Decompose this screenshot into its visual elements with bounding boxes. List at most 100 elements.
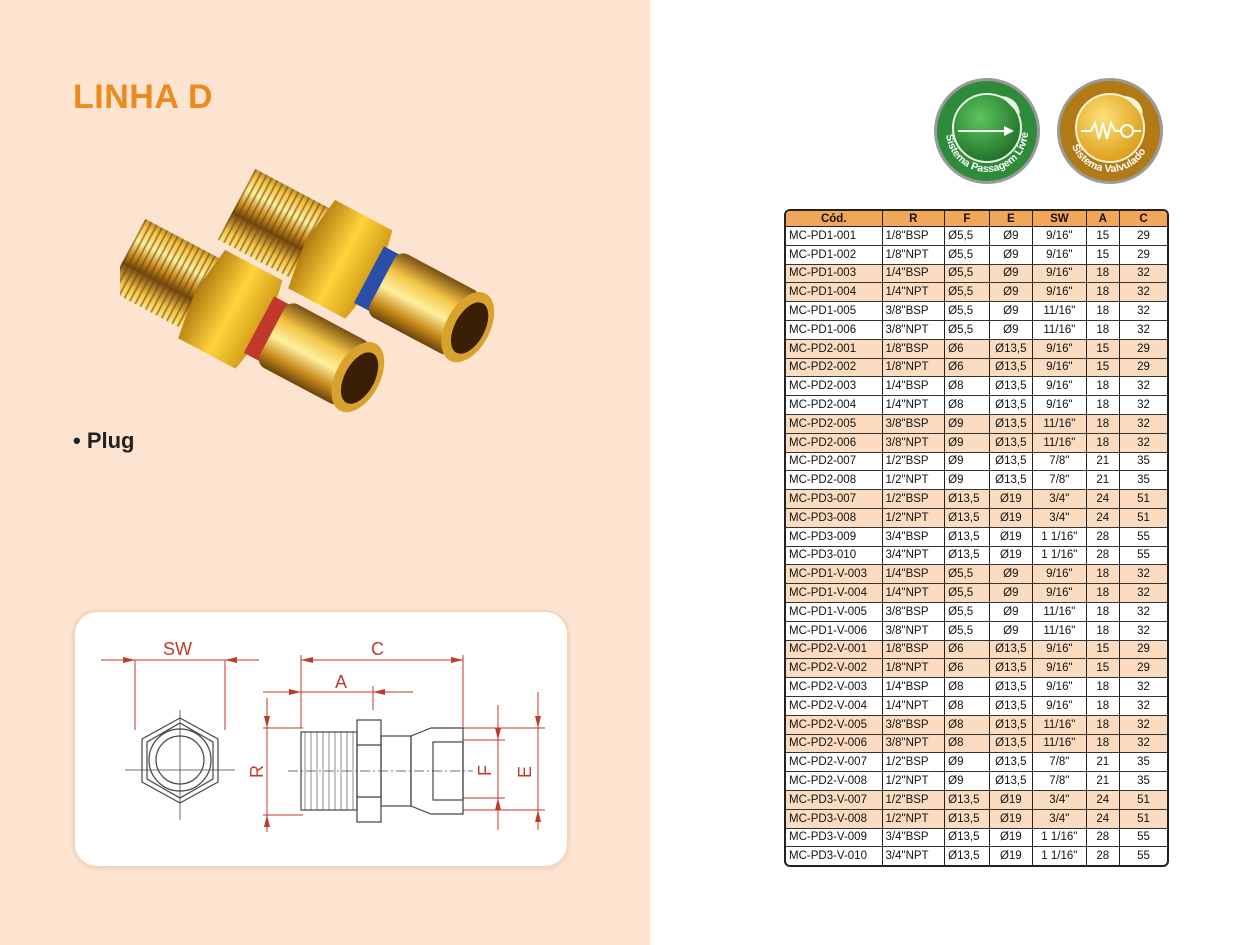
cell-c: 35 [1119,452,1167,472]
cell-e: Ø13,5 [989,696,1034,716]
cell-cod: MC-PD3-V-009 [786,828,883,848]
cell-a: 15 [1086,226,1120,246]
cell-r: 3/4"BSP [882,828,946,848]
cell-r: 3/4"NPT [882,846,946,866]
cell-a: 18 [1086,301,1120,321]
cell-sw: 7/8" [1032,771,1087,791]
cell-c: 51 [1119,508,1167,528]
cell-c: 51 [1119,809,1167,829]
cell-c: 32 [1119,395,1167,415]
cell-f: Ø13,5 [944,508,990,528]
cell-f: Ø13,5 [944,809,990,829]
cell-cod: MC-PD2-V-008 [786,771,883,791]
cell-r: 1/2"BSP [882,489,946,509]
cell-r: 3/4"NPT [882,546,946,566]
cell-r: 1/4"BSP [882,677,946,697]
product-label: • Plug [73,428,135,453]
cell-f: Ø8 [944,395,990,415]
cell-cod: MC-PD2-V-002 [786,658,883,679]
cell-cod: MC-PD2-V-006 [786,734,883,754]
cell-c: 35 [1119,470,1167,491]
cell-a: 18 [1086,564,1120,585]
cell-sw: 3/4" [1032,508,1087,528]
cell-c: 32 [1119,320,1167,340]
cell-f: Ø5,5 [944,226,990,246]
cell-cod: MC-PD2-007 [786,452,883,472]
cell-a: 18 [1086,395,1120,415]
cell-c: 32 [1119,734,1167,754]
cell-r: 1/2"NPT [882,470,946,491]
cell-a: 18 [1086,414,1120,434]
cell-sw: 9/16" [1032,564,1087,585]
cell-a: 18 [1086,433,1120,453]
cell-f: Ø5,5 [944,264,990,284]
cell-sw: 11/16" [1032,621,1087,641]
dim-label-r: R [247,765,267,778]
cell-r: 1/8"BSP [882,339,946,359]
cell-f: Ø13,5 [944,790,990,810]
cell-c: 29 [1119,358,1167,378]
dim-label-a: A [335,672,347,692]
cell-cod: MC-PD2-004 [786,395,883,415]
cell-c: 32 [1119,376,1167,397]
cell-c: 32 [1119,602,1167,622]
cell-c: 32 [1119,621,1167,641]
cell-r: 3/8"BSP [882,301,946,321]
cell-e: Ø9 [989,602,1034,622]
cell-e: Ø13,5 [989,677,1034,697]
cell-e: Ø19 [989,828,1034,848]
cell-c: 51 [1119,489,1167,509]
cell-a: 18 [1086,376,1120,397]
cell-sw: 9/16" [1032,658,1087,679]
cell-sw: 9/16" [1032,395,1087,415]
cell-sw: 9/16" [1032,583,1087,603]
cell-f: Ø5,5 [944,320,990,340]
cell-sw: 7/8" [1032,470,1087,491]
cell-r: 1/4"BSP [882,264,946,284]
cell-cod: MC-PD3-V-007 [786,790,883,810]
cell-r: 3/4"BSP [882,527,946,547]
cell-cod: MC-PD3-007 [786,489,883,509]
cell-a: 28 [1086,828,1120,848]
cell-c: 51 [1119,790,1167,810]
cell-f: Ø5,5 [944,602,990,622]
cell-cod: MC-PD2-V-005 [786,715,883,735]
cell-e: Ø9 [989,621,1034,641]
cell-e: Ø13,5 [989,470,1034,491]
cell-cod: MC-PD2-V-001 [786,640,883,660]
col-header-cod: Cód. [786,211,883,227]
cell-r: 3/8"NPT [882,621,946,641]
cell-cod: MC-PD1-006 [786,320,883,340]
cell-sw: 1 1/16" [1032,846,1087,866]
cell-a: 24 [1086,809,1120,829]
cell-f: Ø13,5 [944,489,990,509]
cell-sw: 9/16" [1032,696,1087,716]
cell-sw: 11/16" [1032,715,1087,735]
cell-e: Ø13,5 [989,640,1034,660]
cell-a: 18 [1086,734,1120,754]
cell-r: 3/8"BSP [882,715,946,735]
arrow-icon [1004,126,1014,136]
cell-e: Ø13,5 [989,376,1034,397]
cell-cod: MC-PD2-003 [786,376,883,397]
cell-f: Ø5,5 [944,621,990,641]
valve-spring-icon [1081,120,1141,140]
technical-drawing-card: SW C A R F E [73,610,569,868]
cell-c: 32 [1119,264,1167,284]
cell-sw: 1 1/16" [1032,828,1087,848]
cell-e: Ø9 [989,583,1034,603]
cell-r: 1/4"BSP [882,376,946,397]
plug-fittings-photo [120,168,495,413]
